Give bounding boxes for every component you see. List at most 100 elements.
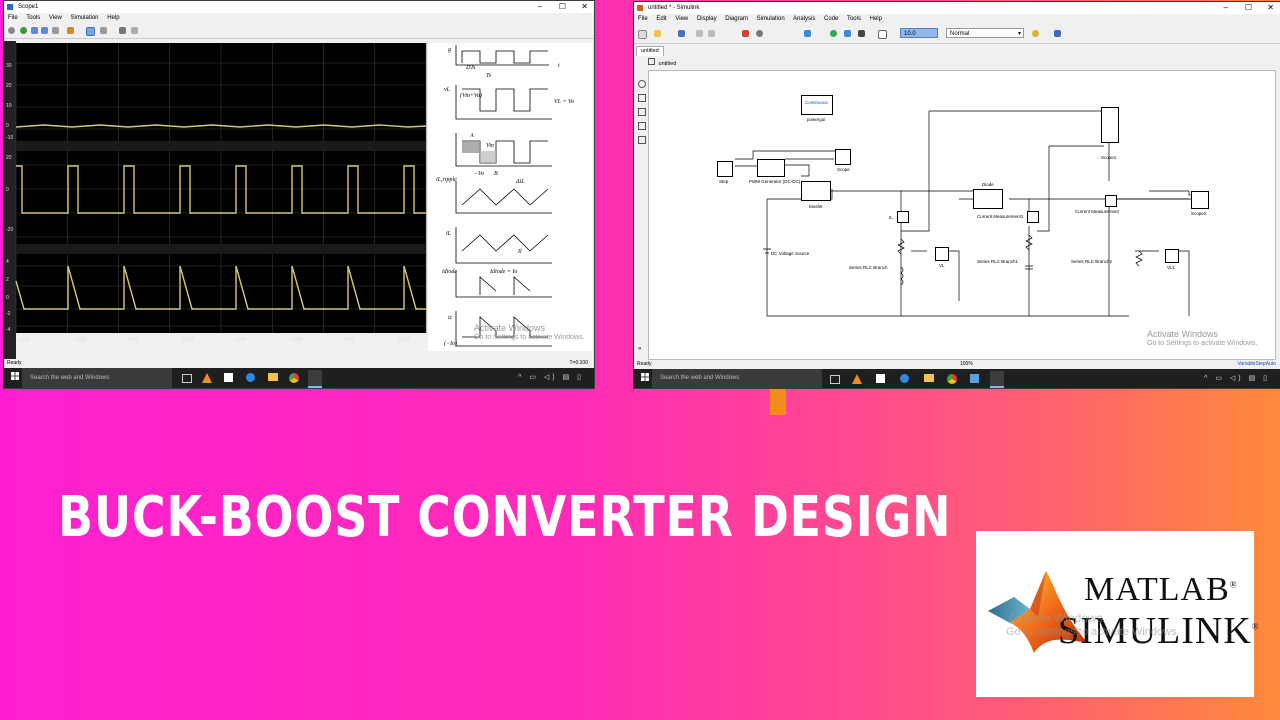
sim-mode-select[interactable]: Normal ▾	[946, 28, 1024, 38]
menu-analysis[interactable]: Analysis	[793, 16, 816, 22]
y-tick: -10	[6, 135, 13, 141]
matlab-taskbar-icon[interactable]	[990, 371, 1004, 388]
system-tray[interactable]: ^ ▭ ◁) ▤ ▯	[1204, 375, 1270, 382]
menu-help[interactable]: Help	[107, 15, 120, 21]
edge-icon[interactable]	[246, 373, 255, 382]
mosfet-block[interactable]	[801, 181, 831, 201]
edit-icon[interactable]	[131, 27, 138, 34]
settings-icon[interactable]	[8, 27, 15, 34]
undo-icon[interactable]	[696, 30, 703, 37]
powergui-block[interactable]: Continuous	[801, 95, 833, 115]
scope2-block[interactable]	[1191, 191, 1209, 209]
il-label: IL	[889, 215, 893, 220]
solver-name[interactable]: VariableStepAuto	[1237, 361, 1276, 367]
minimize-button[interactable]: –	[1223, 3, 1228, 12]
windows-start-icon[interactable]	[641, 373, 649, 381]
cursor-icon[interactable]	[119, 27, 126, 34]
store-icon[interactable]	[876, 374, 885, 383]
vl1-block[interactable]	[1165, 249, 1179, 263]
model-tab-label: untitled	[641, 48, 659, 54]
menu-display[interactable]: Display	[696, 16, 717, 22]
arrow-icon[interactable]	[638, 108, 646, 116]
model-tab[interactable]: untitled	[636, 46, 664, 56]
membrane-logo-icon	[988, 571, 1088, 653]
chrome-icon[interactable]	[289, 373, 299, 383]
scope1-label: Scope1	[1101, 155, 1117, 160]
menu-tools[interactable]: Tools	[846, 16, 861, 22]
model-settings-icon[interactable]	[756, 30, 763, 37]
vlc-icon[interactable]	[852, 374, 862, 384]
menu-view[interactable]: View	[675, 16, 689, 22]
vl-block[interactable]	[935, 247, 949, 261]
windows-start-icon[interactable]	[11, 372, 19, 380]
diagnostics-icon[interactable]	[1054, 30, 1061, 37]
menu-code[interactable]: Code	[824, 16, 839, 22]
fig-label: t	[558, 63, 560, 69]
menu-help[interactable]: Help	[869, 16, 882, 22]
stop-icon[interactable]	[858, 30, 865, 37]
edge-icon[interactable]	[900, 374, 909, 383]
step-label: Step	[719, 179, 729, 184]
library-icon[interactable]	[742, 30, 749, 37]
current-meas1-block[interactable]	[1027, 211, 1039, 223]
fit-icon[interactable]	[100, 27, 107, 34]
folder-icon[interactable]	[924, 374, 934, 382]
diode-block[interactable]	[973, 189, 1003, 209]
step-back-icon[interactable]	[804, 30, 811, 37]
open-icon[interactable]	[654, 30, 661, 37]
scope-icon[interactable]	[878, 30, 887, 39]
folder-icon[interactable]	[268, 373, 278, 381]
scope1-block[interactable]	[1101, 107, 1119, 143]
vlc-icon[interactable]	[202, 373, 212, 383]
menu-view[interactable]: View	[48, 15, 62, 21]
menu-simulation[interactable]: Simulation	[756, 16, 785, 22]
pwm-block[interactable]	[757, 159, 785, 177]
close-button[interactable]: ✕	[581, 2, 588, 11]
trace-panel1	[15, 124, 427, 128]
fit-view-icon[interactable]	[638, 94, 646, 102]
menu-file[interactable]: File	[638, 16, 648, 22]
task-view-icon[interactable]	[182, 374, 192, 383]
minimize-button[interactable]: –	[537, 2, 542, 11]
annotation-icon[interactable]	[638, 122, 646, 130]
close-button[interactable]: ✕	[1267, 3, 1274, 12]
menu-edit[interactable]: Edit	[656, 16, 667, 22]
menu-simulation[interactable]: Simulation	[70, 15, 99, 21]
il-block[interactable]	[897, 211, 909, 223]
menu-diagram[interactable]: Diagram	[725, 16, 748, 22]
files-icon[interactable]	[970, 374, 979, 383]
redo-icon[interactable]	[708, 30, 715, 37]
step-block[interactable]	[717, 161, 733, 177]
maximize-button[interactable]: ☐	[558, 2, 566, 11]
taskbar-search[interactable]: Search the web and Windows	[652, 369, 822, 388]
run-icon[interactable]	[20, 27, 27, 34]
new-model-icon[interactable]	[638, 30, 647, 39]
maximize-button[interactable]: ☐	[1244, 3, 1252, 12]
zoom-in-icon[interactable]	[638, 80, 646, 88]
menu-tools[interactable]: Tools	[26, 15, 41, 21]
step-back-icon[interactable]	[31, 27, 38, 34]
task-view-icon[interactable]	[830, 375, 840, 384]
system-tray[interactable]: ^ ▭ ◁) ▤ ▯	[518, 374, 584, 381]
zoom-icon[interactable]	[86, 27, 95, 36]
save-icon[interactable]	[678, 30, 685, 37]
menu-file[interactable]: File	[8, 15, 18, 21]
chrome-icon[interactable]	[947, 374, 957, 384]
model-canvas[interactable]: Continuous powergui Step PWM Generator (…	[648, 70, 1276, 360]
scope-block[interactable]	[835, 149, 851, 165]
store-icon[interactable]	[224, 373, 233, 382]
stop-time-input[interactable]: 10.0	[900, 28, 938, 38]
taskbar-search[interactable]: Search the web and Windows	[22, 368, 172, 388]
step-forward-icon[interactable]	[844, 30, 851, 37]
step-forward-icon[interactable]	[41, 27, 48, 34]
debug-icon[interactable]	[1032, 30, 1039, 37]
current-meas-block[interactable]	[1105, 195, 1117, 207]
matlab-taskbar-icon[interactable]	[308, 370, 322, 388]
expand-icon[interactable]: »	[638, 346, 642, 352]
powergui-label: powergui	[807, 117, 826, 122]
run-icon[interactable]	[830, 30, 837, 37]
image-icon[interactable]	[638, 136, 646, 144]
highlight-icon[interactable]	[67, 27, 74, 34]
stop-icon[interactable]	[52, 27, 59, 34]
breadcrumb[interactable]: untitled	[648, 58, 676, 68]
